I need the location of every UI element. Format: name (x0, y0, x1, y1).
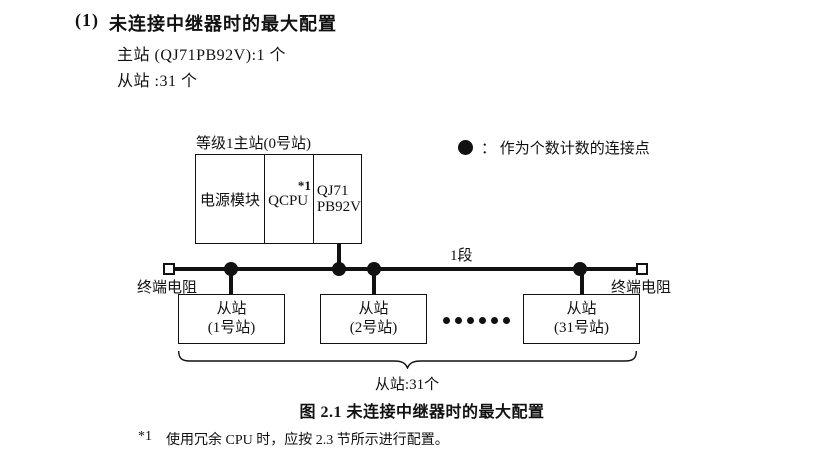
brace-label: 从站:31个 (374, 377, 440, 393)
ellipsis-dot (491, 317, 498, 324)
terminator-right-label: 终端电阻 (611, 280, 672, 296)
legend-text: ： 作为个数计数的连接点 (481, 141, 650, 157)
ellipsis-dot (467, 317, 474, 324)
footnote-marker-ref: *1 (297, 178, 311, 193)
slave31-line1: 从站 (566, 301, 597, 317)
footnote-marker: *1 (138, 429, 152, 444)
section-index: (1) (75, 10, 99, 30)
segment-label: 1段 (450, 248, 473, 264)
master-station-box: 电源模块 *1 QCPU QJ71 PB92V (195, 154, 362, 244)
section-title: 未连接中继器时的最大配置 (109, 14, 337, 34)
slave1-line2: (1号站) (207, 320, 256, 336)
terminator-left-label: 终端电阻 (137, 280, 198, 296)
ellipsis-dot (479, 317, 486, 324)
slave-station-1-box: 从站 (1号站) (178, 294, 285, 344)
qj71pb92v-cell: QJ71 PB92V (314, 155, 361, 243)
ellipsis-dots (443, 317, 510, 324)
connection-point-dot (332, 262, 346, 276)
master-drop-line (337, 243, 341, 269)
slave2-drop-line (372, 271, 376, 295)
connection-point-dot (573, 262, 587, 276)
qj71-label-line2: PB92V (316, 199, 361, 215)
legend: ： 作为个数计数的连接点 (458, 137, 650, 158)
power-module-label: 电源模块 (200, 192, 261, 209)
power-module-cell: 电源模块 (196, 155, 266, 243)
connection-point-icon (458, 140, 473, 155)
qcpu-label: QCPU (268, 193, 309, 209)
slave2-line1: 从站 (358, 301, 389, 317)
footnote-text: 使用冗余 CPU 时，应按 2.3 节所示进行配置。 (166, 433, 449, 448)
bus-line (169, 267, 643, 271)
footnote: *1 使用冗余 CPU 时，应按 2.3 节所示进行配置。 (138, 429, 449, 449)
slave1-line1: 从站 (216, 301, 247, 317)
slave31-line2: (31号站) (554, 320, 609, 336)
terminator-right-icon (636, 263, 648, 275)
qcpu-cell: *1 QCPU (265, 155, 314, 243)
connection-point-dot (224, 262, 238, 276)
brace (178, 351, 637, 369)
section-heading: (1) 未连接中继器时的最大配置 (75, 10, 337, 36)
ellipsis-dot (455, 317, 462, 324)
ellipsis-dot (443, 317, 450, 324)
slave-station-2-box: 从站 (2号站) (320, 294, 427, 344)
connection-point-dot (367, 262, 381, 276)
terminator-left-icon (163, 263, 175, 275)
slave-station-31-box: 从站 (31号站) (523, 294, 640, 344)
slave1-drop-line (229, 271, 233, 295)
slave2-line2: (2号站) (349, 320, 398, 336)
master-count-text: 主站 (QJ71PB92V):1 个 (117, 47, 287, 64)
slave-count-text: 从站 :31 个 (117, 73, 198, 90)
ellipsis-dot (503, 317, 510, 324)
master-station-label: 等级1主站(0号站) (196, 136, 311, 152)
slave31-drop-line (580, 271, 584, 295)
qj71-label-line1: QJ71 (316, 183, 349, 199)
figure-caption: 图 2.1 未连接中继器时的最大配置 (299, 404, 545, 421)
